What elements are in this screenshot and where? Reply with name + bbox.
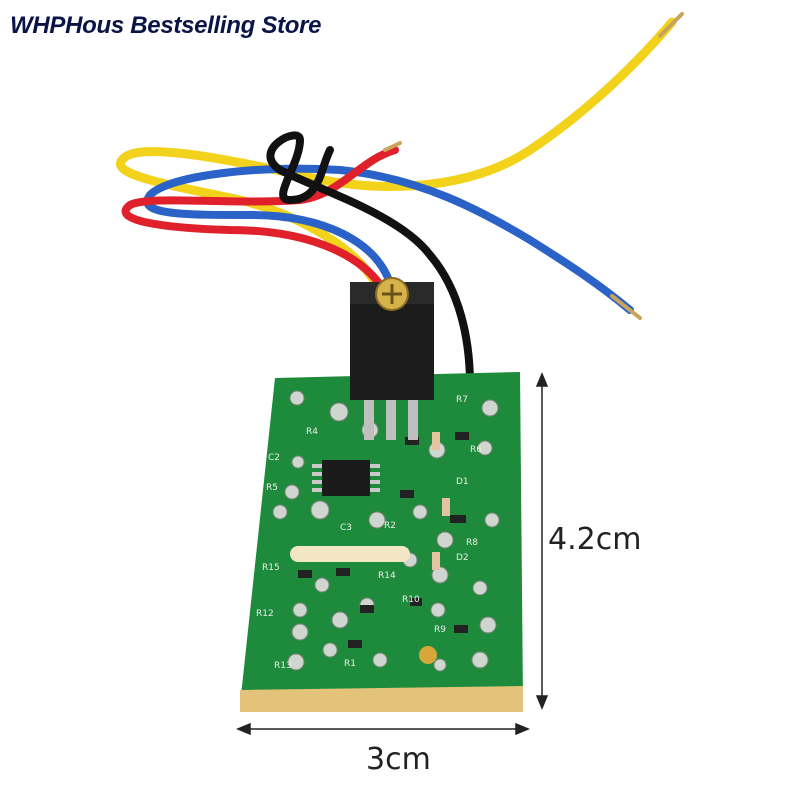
svg-text:R2: R2	[384, 521, 396, 531]
svg-text:R6: R6	[470, 445, 482, 455]
blue-wire	[143, 164, 634, 314]
yellow-wire	[115, 17, 677, 293]
svg-text:R15: R15	[262, 563, 280, 573]
voltage-regulator	[350, 277, 434, 440]
svg-text:C2: C2	[268, 453, 280, 463]
svg-text:R5: R5	[266, 483, 278, 493]
store-title: WHPHous Bestselling Store	[10, 12, 322, 39]
wire-bundle	[115, 12, 684, 389]
svg-text:R9: R9	[434, 625, 446, 635]
svg-text:R10: R10	[402, 595, 420, 605]
svg-text:R7: R7	[456, 395, 468, 405]
svg-text:R13: R13	[274, 661, 292, 671]
width-dimension-label: 3cm	[366, 742, 431, 777]
svg-text:C3: C3	[340, 523, 352, 533]
svg-text:D1: D1	[456, 477, 469, 487]
width-dimension-arrow	[236, 722, 530, 736]
svg-text:R1: R1	[344, 659, 356, 669]
svg-text:D2: D2	[456, 553, 469, 563]
black-wire	[266, 131, 474, 389]
red-wire	[121, 146, 399, 296]
svg-text:R8: R8	[466, 538, 478, 548]
height-dimension-arrow	[535, 372, 549, 710]
svg-text:R14: R14	[378, 571, 396, 581]
height-dimension-label: 4.2cm	[548, 522, 642, 557]
svg-text:R4: R4	[306, 427, 318, 437]
svg-text:R12: R12	[256, 609, 274, 619]
